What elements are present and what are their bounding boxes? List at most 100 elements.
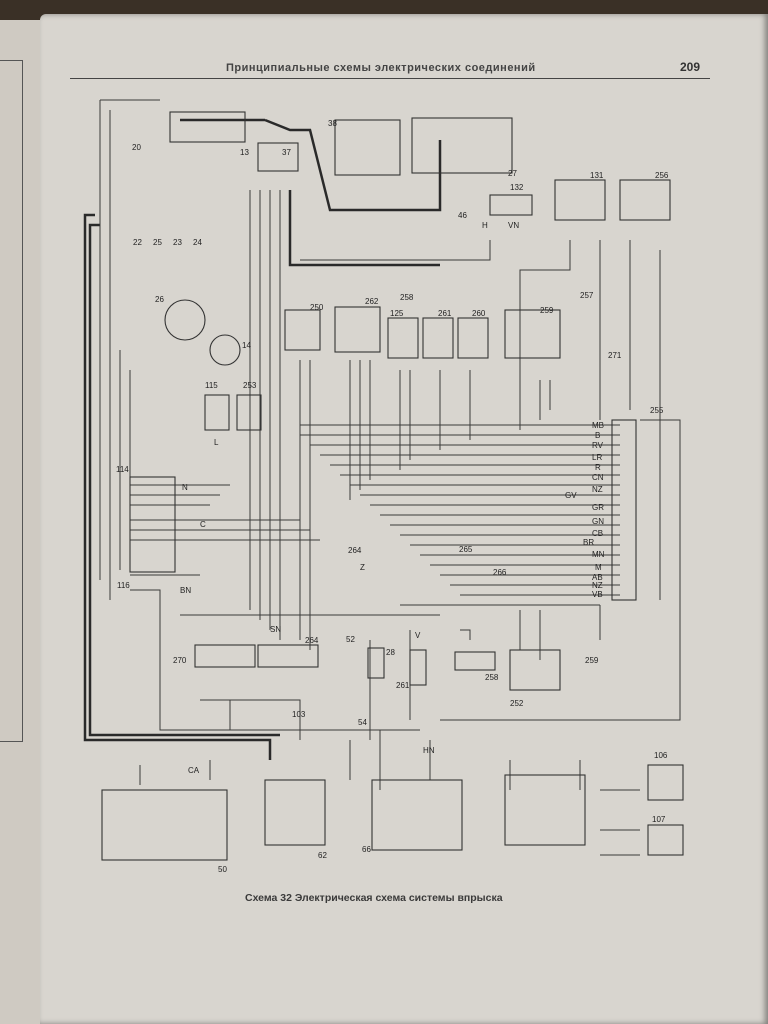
label: 125: [390, 309, 404, 318]
label: 23: [173, 238, 182, 247]
label: 22: [133, 238, 142, 247]
wire-code: VB: [592, 590, 603, 599]
label: 28: [386, 648, 395, 657]
wire-code: AB: [592, 573, 603, 582]
figure-caption: Схема 32 Электрическая схема системы впр…: [245, 892, 503, 904]
component-28: [367, 647, 385, 679]
component-27: [411, 117, 513, 174]
label: 25: [153, 238, 162, 247]
label: 271: [608, 351, 622, 360]
component-labels: 20 13 37 38 27 132 131 256 46 22 25 23 2…: [116, 119, 669, 874]
label: 116: [117, 581, 130, 590]
label: 24: [193, 238, 202, 247]
component-26: [164, 299, 206, 341]
wire-code: NZ: [592, 581, 603, 590]
wire-code: V: [415, 631, 421, 640]
wire-code: MB: [592, 421, 604, 430]
component-62: [264, 779, 326, 846]
component-125: [387, 317, 419, 359]
component-13: [169, 111, 246, 143]
header-title: Принципиальные схемы электрических соеди…: [226, 62, 536, 74]
wire-code: LR: [592, 453, 602, 462]
ground-wire: [83, 118, 442, 760]
label: 52: [346, 635, 355, 644]
label: 62: [318, 851, 327, 860]
wire-code: SN: [270, 625, 281, 634]
component-66b: [504, 774, 586, 846]
label: 264: [348, 546, 362, 555]
wire-code: BN: [180, 586, 191, 595]
component-131: [554, 179, 606, 221]
component-132: [489, 194, 533, 216]
wire-code: L: [214, 438, 219, 447]
label: 106: [654, 751, 668, 760]
label: 26: [155, 295, 164, 304]
component-253: [236, 394, 262, 431]
component-114: [129, 476, 176, 573]
label: 258: [400, 293, 414, 302]
component-115: [204, 394, 230, 431]
label: 103: [292, 710, 306, 719]
label: 114: [116, 465, 129, 474]
label: 20: [132, 143, 141, 152]
wire-code: MN: [592, 550, 605, 559]
label: 265: [459, 545, 473, 554]
wire-code: RV: [592, 441, 604, 450]
wire-code: C: [200, 520, 206, 529]
label: 46: [458, 211, 467, 220]
label: 258: [485, 673, 499, 682]
page-number: 209: [679, 60, 700, 74]
label: 107: [652, 815, 666, 824]
wire-code: NZ: [592, 485, 603, 494]
label: 13: [240, 148, 249, 157]
label: 262: [365, 297, 379, 306]
component-264b: [257, 644, 319, 668]
label: 37: [282, 148, 291, 157]
label: 252: [510, 699, 524, 708]
label: 132: [510, 183, 524, 192]
wire-code: N: [182, 483, 188, 492]
label: 66: [362, 845, 371, 854]
wire-code: VN: [508, 221, 519, 230]
label: 253: [243, 381, 257, 390]
ground-wire: [88, 190, 440, 737]
label: 50: [218, 865, 227, 874]
component-258b: [454, 651, 496, 671]
wire-code: R: [595, 463, 601, 472]
label: 54: [358, 718, 367, 727]
component-50: [101, 789, 228, 861]
wire-code: BR: [583, 538, 594, 547]
label: 131: [590, 171, 604, 180]
component-107: [647, 824, 684, 856]
component-255: [611, 419, 637, 601]
component-259: [504, 309, 561, 359]
wire-code: GV: [565, 491, 577, 500]
wire-code: B: [595, 431, 600, 440]
label: 260: [472, 309, 486, 318]
label: 250: [310, 303, 324, 312]
wire-code: Z: [360, 563, 365, 572]
page-header: Принципиальные схемы электрических соеди…: [70, 60, 710, 79]
wire-code: CA: [188, 766, 200, 775]
components: [101, 111, 684, 861]
label: 266: [493, 568, 507, 577]
label: 259: [540, 306, 554, 315]
component-262: [334, 306, 381, 353]
label: 270: [173, 656, 187, 665]
component-106: [647, 764, 684, 801]
component-38: [334, 119, 401, 176]
wire-code-labels: MB B RV LR R CN NZ GV GR GN CB BR MN M A…: [180, 221, 605, 775]
component-66: [371, 779, 463, 851]
component-261b: [409, 649, 427, 686]
label: 259: [585, 656, 599, 665]
label: 14: [242, 341, 251, 350]
wire-code: GN: [592, 517, 604, 526]
label: 257: [580, 291, 594, 300]
wire-code: GR: [592, 503, 604, 512]
label: 27: [508, 169, 517, 178]
component-250: [284, 309, 321, 351]
component-270: [194, 644, 256, 668]
label: 256: [655, 171, 669, 180]
wire-code: M: [595, 563, 602, 572]
